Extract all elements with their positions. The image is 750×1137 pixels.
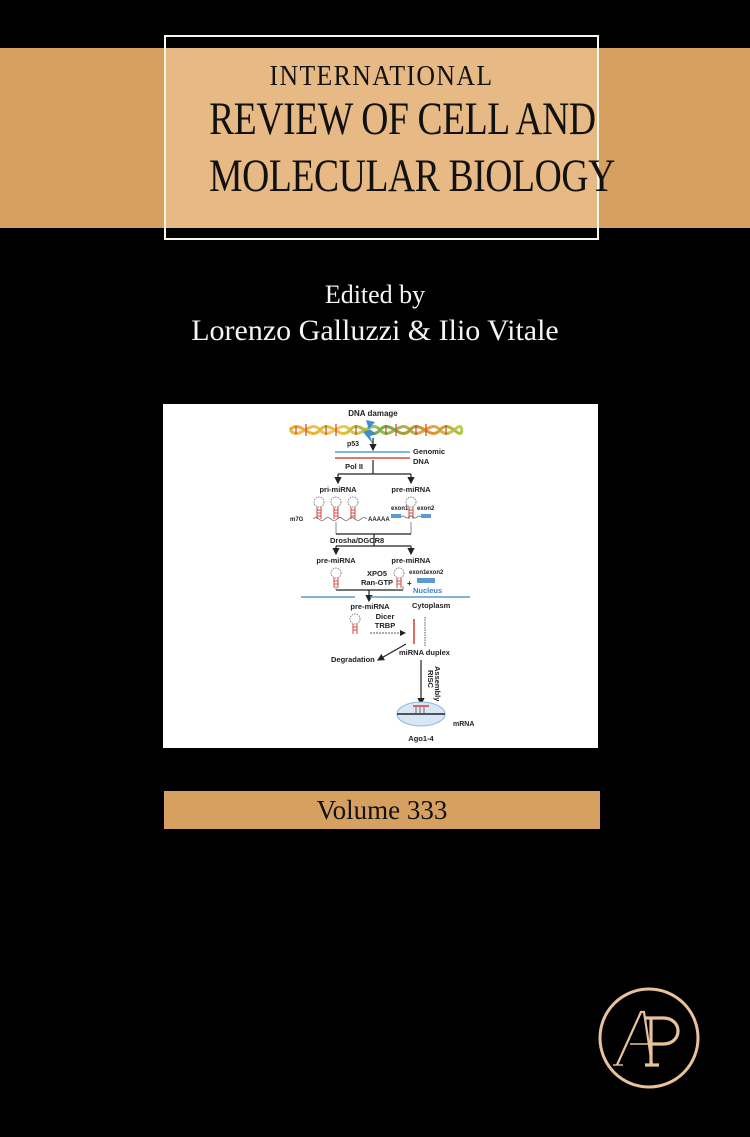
label-pri-mirna: pri-miRNA — [319, 485, 357, 494]
label-dicer: Dicer — [376, 612, 395, 621]
label-dna-damage: DNA damage — [348, 409, 398, 418]
label-cytoplasm: Cytoplasm — [412, 601, 451, 610]
label-mrna: mRNA — [453, 721, 474, 728]
editors-names: Lorenzo Galluzzi & Ilio Vitale — [191, 314, 559, 347]
label-pre-mirna-right: pre-miRNA — [391, 556, 431, 565]
hairpin-icons — [313, 496, 417, 519]
label-exon1-b: exon1 — [409, 570, 427, 576]
series-title-line-3: MOLECULAR BIOLOGY — [209, 150, 615, 202]
label-drosha: Drosha/DGCR8 — [330, 536, 384, 545]
series-title-box: INTERNATIONAL REVIEW OF CELL AND MOLECUL… — [166, 48, 615, 228]
label-exon1: exon1 — [391, 506, 409, 512]
edited-by-label: Edited by — [324, 280, 426, 309]
label-pre-mirna-left: pre-miRNA — [316, 556, 356, 565]
label-degradation: Degradation — [331, 655, 375, 664]
label-pre-mirna-cyto: pre-miRNA — [350, 602, 390, 611]
label-cap: m7G — [290, 517, 304, 523]
label-exon2: exon2 — [417, 506, 435, 512]
label-xpo5: XPO5 — [367, 569, 387, 578]
dna-helix-icon — [288, 420, 464, 444]
label-polya: AAAAA — [368, 517, 390, 523]
series-title-frame: INTERNATIONAL REVIEW OF CELL AND MOLECUL… — [164, 35, 615, 240]
label-trbp: TRBP — [375, 621, 395, 630]
publisher-logo — [597, 986, 701, 1090]
series-title-line-1: INTERNATIONAL — [269, 61, 494, 92]
label-risc: RISC — [426, 670, 435, 689]
series-title-line-2: REVIEW OF CELL AND — [209, 93, 596, 145]
label-mirna-duplex: miRNA duplex — [399, 648, 451, 657]
label-ago: Ago1-4 — [408, 734, 434, 743]
label-plus: + — [407, 579, 412, 588]
volume-bar: Volume 333 — [164, 791, 600, 829]
ap-logo-icon — [598, 987, 700, 1089]
label-dna: DNA — [413, 457, 430, 466]
label-nucleus: Nucleus — [413, 586, 442, 595]
label-assembly: Assembly — [433, 666, 442, 702]
label-exon2-b: exon2 — [426, 570, 444, 576]
label-ran-gtp: Ran-GTP — [361, 578, 393, 587]
label-genomic: Genomic — [413, 447, 445, 456]
label-p53: p53 — [347, 441, 359, 448]
cover-figure-mirna-pathway: DNA damage p53 Genomic DNA Pol II pri-mi… — [163, 404, 598, 748]
volume-number: Volume 333 — [316, 795, 448, 825]
label-pol-ii: Pol II — [345, 462, 363, 471]
label-pre-mirna-top: pre-miRNA — [391, 485, 431, 494]
